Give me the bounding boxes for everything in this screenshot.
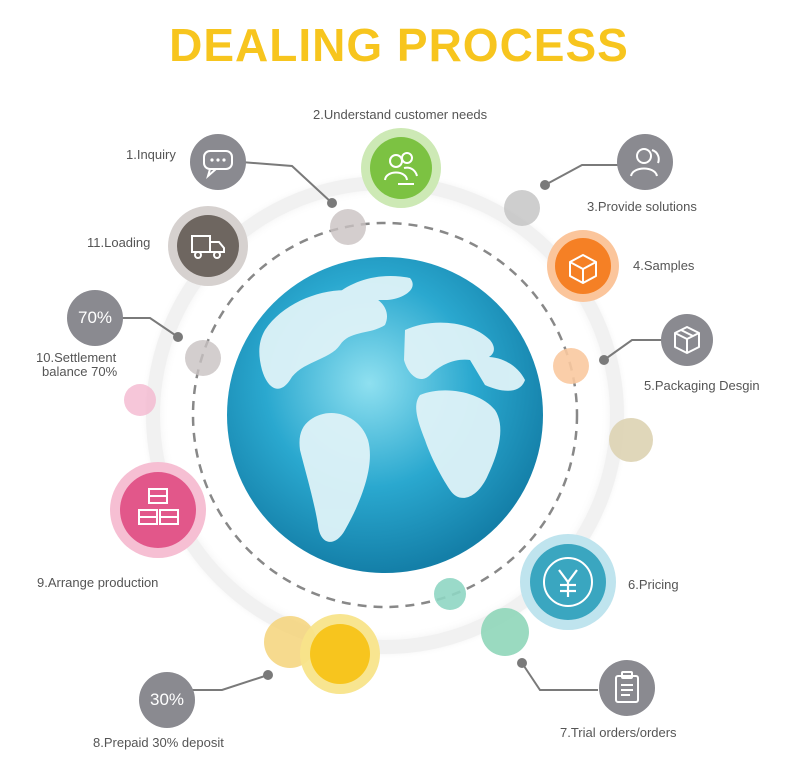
step-6-node xyxy=(520,534,616,630)
step-7-label: 7.Trial orders/orders xyxy=(560,725,677,740)
step-8-yellow-node xyxy=(300,614,380,694)
step-1-label: 1.Inquiry xyxy=(126,147,176,162)
settlement-70-badge: 70% xyxy=(67,290,123,346)
step-3-node xyxy=(617,134,673,190)
step-3-label: 3.Provide solutions xyxy=(587,199,697,214)
connector-dots xyxy=(173,180,609,680)
chat-bubble-icon xyxy=(203,150,233,179)
step-2-label: 2.Understand customer needs xyxy=(313,107,488,122)
step-4-node xyxy=(547,230,619,302)
globe-continents xyxy=(259,276,525,542)
step-9-label: 9.Arrange production xyxy=(37,575,159,590)
page-title: DEALING PROCESS xyxy=(169,19,629,71)
users-icon xyxy=(384,152,418,185)
step-4-label: 4.Samples xyxy=(633,258,695,273)
step-6-label: 6.Pricing xyxy=(628,577,679,592)
boxes-stack-icon xyxy=(138,488,179,525)
step-7-node xyxy=(599,660,655,716)
box-icon xyxy=(569,254,597,284)
dashed-orbit xyxy=(191,221,579,609)
package-icon xyxy=(674,326,700,354)
step-9-node xyxy=(110,462,206,558)
step-8-label: 8.Prepaid 30% deposit xyxy=(93,735,224,750)
connector-lines xyxy=(118,161,664,691)
truck-icon xyxy=(191,235,225,259)
step-11-label: 11.Loading xyxy=(87,235,151,250)
clipboard-icon xyxy=(615,671,639,703)
deposit-30-badge: 30% xyxy=(139,672,195,728)
yen-icon xyxy=(558,569,578,597)
step-5-node xyxy=(661,314,713,366)
step-10-label-line1: 10.Settlement xyxy=(36,350,117,365)
step-11-node xyxy=(168,206,248,286)
step-1-node xyxy=(190,134,246,190)
step-10-label-line2: balance 70% xyxy=(42,364,118,379)
consultant-icon xyxy=(630,148,660,177)
step-5-label: 5.Packaging Desgin xyxy=(644,378,760,393)
step-2-node xyxy=(361,128,441,208)
